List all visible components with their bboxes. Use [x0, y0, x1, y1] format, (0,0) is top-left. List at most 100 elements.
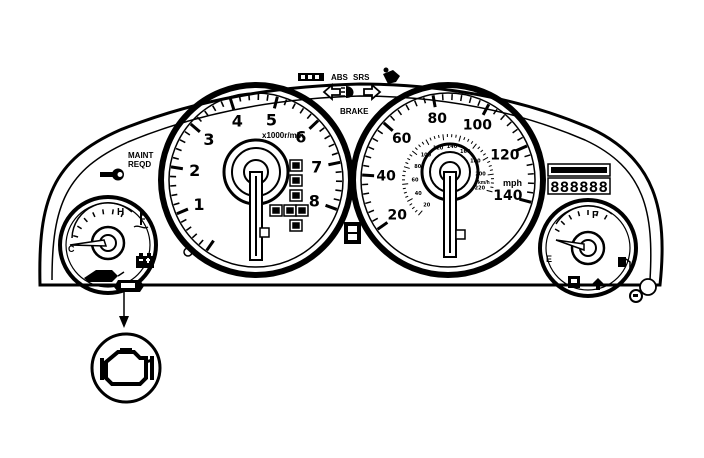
seatbelt-icon: [298, 73, 324, 81]
turn-signal-right-icon: [363, 83, 382, 101]
tach-number: 7: [311, 158, 322, 177]
speed-tick: [376, 221, 389, 231]
kmh-tick: [463, 137, 466, 141]
tach-indicator-box: [259, 227, 270, 238]
mph-number: 140: [493, 188, 522, 204]
fuel-tick: [568, 214, 573, 220]
tach-tick: [171, 193, 178, 197]
tach-tick: [335, 170, 342, 174]
rear-defrost-icon: [590, 278, 606, 290]
kmh-tick: [407, 157, 411, 161]
temp-tick-marks: [73, 209, 124, 238]
kmh-tick: [429, 137, 432, 141]
kmh-tick: [467, 138, 470, 142]
speed-tick: [365, 201, 372, 205]
tach-tick: [198, 239, 204, 246]
kmh-tick: [405, 162, 409, 165]
fuel-gauge: F E: [538, 198, 657, 303]
tach-tick: [291, 103, 296, 110]
tach-tick: [272, 96, 279, 109]
speed-tick: [526, 163, 533, 167]
kmh-tick: [482, 153, 486, 156]
kmh-tick: [489, 169, 493, 171]
kmh-tick: [407, 198, 413, 202]
speed-tick: [492, 108, 498, 115]
kmh-tick: [414, 209, 418, 213]
battery-icon: [136, 253, 154, 268]
speed-needle: [443, 171, 457, 258]
speed-tick: [405, 104, 410, 111]
turn-signal-left-icon: [322, 83, 341, 101]
speed-tick: [524, 154, 531, 158]
tach-tick: [228, 97, 236, 110]
abs-light-label: ABS: [331, 73, 349, 82]
tach-tick: [328, 160, 341, 167]
temp-tick: [102, 209, 105, 215]
kmh-tick: [418, 210, 423, 216]
high-beam-icon: [341, 86, 354, 98]
kmh-tick: [411, 206, 415, 210]
speed-tick: [372, 137, 379, 143]
tach-tick: [204, 110, 209, 117]
speed-tick: [517, 136, 524, 141]
speed-tick: [481, 103, 491, 116]
odometer-display: 888888: [547, 163, 611, 196]
kmh-tick: [442, 134, 445, 141]
mph-number: 40: [376, 168, 396, 184]
fuel-needle: [555, 239, 585, 252]
fuel-tick: [603, 214, 608, 220]
kmh-number: 40: [415, 191, 422, 197]
kmh-tick: [414, 147, 418, 151]
tach-tick-marks: [170, 94, 343, 252]
kmh-tick: [455, 134, 457, 138]
speed-tick: [423, 97, 427, 104]
tach-number: 2: [189, 161, 200, 180]
tach-number: 3: [203, 130, 214, 149]
kmh-tick: [405, 195, 409, 198]
speed-tick: [368, 146, 375, 151]
trip-reset-knob: [639, 278, 657, 296]
tach-number: 5: [266, 110, 277, 129]
kmh-number: 220: [475, 186, 486, 192]
temp-tick: [83, 217, 88, 223]
tach-tick: [173, 202, 180, 206]
mph-number: 80: [427, 111, 447, 127]
kmh-tick: [402, 187, 406, 190]
kmh-tick: [486, 189, 493, 193]
kmh-number: 80: [414, 164, 421, 170]
temperature-gauge: H C: [58, 195, 158, 295]
door-ajar-icon: [568, 276, 580, 288]
check-engine-callout: [90, 292, 162, 404]
tach-tick: [191, 233, 198, 239]
tach-tick: [299, 107, 305, 114]
kmh-tick: [487, 173, 494, 176]
speed-tick: [431, 95, 437, 108]
kmh-tick: [425, 139, 430, 146]
kmh-number: 200: [475, 172, 486, 178]
low-fuel-icon: [629, 289, 643, 303]
kmh-number: 20: [423, 202, 430, 208]
temp-tick: [111, 209, 114, 215]
speed-tick: [500, 114, 506, 121]
tach-unit-label: x1000r/min: [262, 131, 304, 140]
kmh-tick: [438, 134, 440, 139]
tach-tick: [220, 101, 225, 108]
tach-needle: [249, 171, 263, 261]
tach-tick: [238, 95, 242, 102]
fuel-tick-marks: [554, 210, 608, 233]
temp-tick: [92, 212, 96, 218]
maint-reqd-indicator: MAINT REQD: [100, 151, 153, 181]
speed-indicator-box: [455, 229, 466, 240]
coolant-temp-icon: [133, 211, 149, 229]
kmh-tick: [409, 203, 413, 206]
tach-number: 6: [295, 128, 306, 147]
temp-tick: [76, 225, 83, 230]
fuel-tick: [560, 220, 566, 226]
wrench-icon: [100, 168, 124, 181]
kmh-tick: [409, 154, 413, 157]
tach-tick: [306, 113, 312, 120]
maint-label: MAINT: [128, 151, 153, 160]
speed-tick: [363, 192, 370, 195]
tach-tick: [331, 152, 338, 156]
